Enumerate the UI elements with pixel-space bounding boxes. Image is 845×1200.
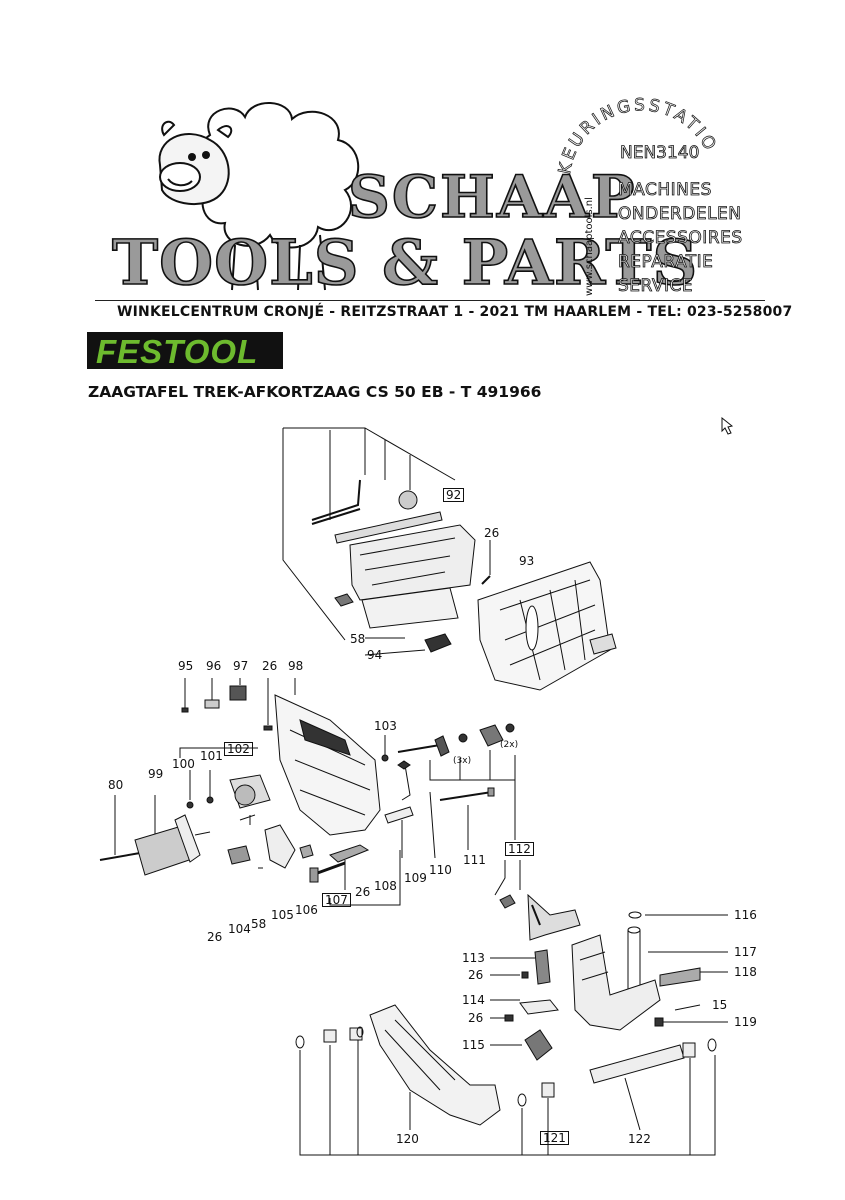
quantity-2x: (2x): [500, 740, 519, 750]
brand-name-top: SCHAAP: [347, 163, 637, 231]
part-label-103: 103: [374, 719, 397, 733]
part-label-26: 26: [262, 659, 278, 673]
pointer-icon: [721, 416, 734, 435]
service-accessoires: ACCESSOIRES: [618, 228, 743, 248]
festool-badge: [87, 332, 283, 369]
festool-logo: FESTOOL: [96, 333, 259, 370]
part-label-111: 111: [463, 853, 486, 867]
part-label-121: 121: [540, 1131, 569, 1145]
brand-name-bottom: TOOLS & PARTS: [111, 226, 699, 299]
part-label-102: 102: [224, 742, 253, 756]
part-label-94: 94: [367, 648, 383, 662]
part-label-108: 108: [374, 879, 397, 893]
shop-address: WINKELCENTRUM CRONJÉ - REITZSTRAAT 1 - 2…: [117, 304, 793, 320]
part-label-107: 107: [322, 893, 351, 907]
part-label-117: 117: [734, 945, 757, 959]
part-label-58: 58: [350, 632, 366, 646]
part-label-110: 110: [429, 863, 452, 877]
header-divider: [95, 300, 765, 301]
part-label-15: 15: [712, 998, 728, 1012]
quantity-3x: (3x): [453, 756, 472, 766]
part-label-99: 99: [148, 767, 164, 781]
service-service: SERVICE: [618, 276, 694, 296]
document-title: ZAAGTAFEL TREK-AFKORTZAAG CS 50 EB - T 4…: [88, 383, 542, 401]
part-label-120: 120: [396, 1132, 419, 1146]
part-label-26: 26: [468, 968, 484, 982]
part-label-58: 58: [251, 917, 267, 931]
part-label-100: 100: [172, 757, 195, 771]
part-label-98: 98: [288, 659, 304, 673]
part-label-109: 109: [404, 871, 427, 885]
part-label-93: 93: [519, 554, 535, 568]
part-label-26: 26: [355, 885, 371, 899]
part-label-112: 112: [505, 842, 534, 856]
part-label-80: 80: [108, 778, 124, 792]
part-label-115: 115: [462, 1038, 485, 1052]
sheep-logo: [158, 102, 360, 291]
service-reparatie: REPARATIE: [618, 252, 714, 272]
part-label-106: 106: [295, 903, 318, 917]
part-label-119: 119: [734, 1015, 757, 1029]
part-label-92: 92: [443, 488, 465, 502]
part-label-97: 97: [233, 659, 249, 673]
part-label-96: 96: [206, 659, 222, 673]
part-label-114: 114: [462, 993, 485, 1007]
part-label-113: 113: [462, 951, 485, 965]
part-label-118: 118: [734, 965, 757, 979]
part-label-122: 122: [628, 1132, 651, 1146]
part-label-101: 101: [200, 749, 223, 763]
service-machines: MACHINES: [618, 180, 712, 200]
service-onderdelen: ONDERDELEN: [618, 204, 742, 224]
part-label-105: 105: [271, 908, 294, 922]
part-label-116: 116: [734, 908, 757, 922]
part-label-26: 26: [207, 930, 223, 944]
part-label-95: 95: [178, 659, 194, 673]
stamp-norm: NEN3140: [620, 143, 700, 164]
part-label-26: 26: [484, 526, 500, 540]
part-label-104: 104: [228, 922, 251, 936]
part-label-26: 26: [468, 1011, 484, 1025]
